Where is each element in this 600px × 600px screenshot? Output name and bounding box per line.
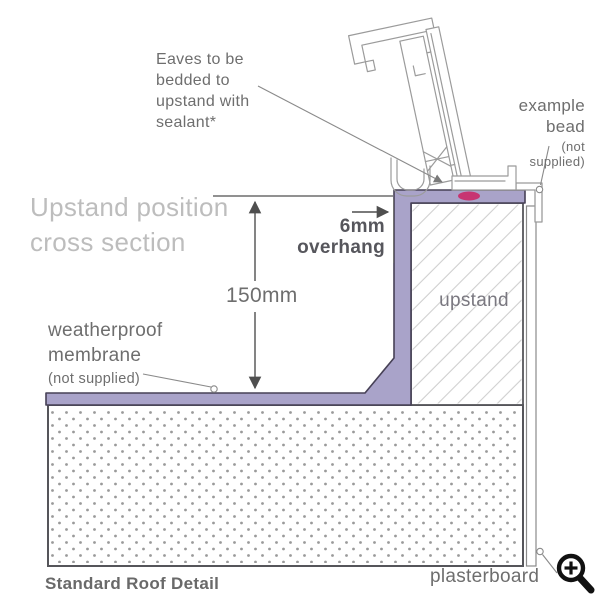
eaves-profile xyxy=(348,17,517,197)
membrane-shape xyxy=(45,189,526,406)
overhang-label: 6mm overhang xyxy=(297,216,385,258)
plasterboard-leader-line xyxy=(536,547,558,574)
bead-leader-line xyxy=(535,145,550,194)
eaves-note-label: Eaves to be bedded to upstand with seala… xyxy=(156,51,250,131)
dimension-150mm-label: 150mm xyxy=(226,284,298,307)
bead-label: example bead xyxy=(518,96,585,136)
footer-caption: Standard Roof Detail xyxy=(45,574,220,593)
membrane-note-label: (not supplied) xyxy=(48,371,141,387)
upstand-label: upstand xyxy=(439,290,509,311)
eaves-leader-line xyxy=(257,85,443,183)
sealant-blob xyxy=(458,191,480,201)
bead-label-group: example bead (not supplied) xyxy=(503,95,585,169)
plasterboard-strip xyxy=(525,205,537,567)
roof-deck xyxy=(47,404,524,567)
plasterboard-label: plasterboard xyxy=(430,566,540,587)
membrane-leader-line xyxy=(142,373,218,393)
membrane-label: weatherproof membrane xyxy=(48,320,163,366)
zoom-icon[interactable] xyxy=(556,553,595,594)
dimension-overhang xyxy=(352,199,394,263)
bead-note-label: (not supplied) xyxy=(529,139,585,169)
diagram-title: Upstand position cross section xyxy=(30,192,229,257)
